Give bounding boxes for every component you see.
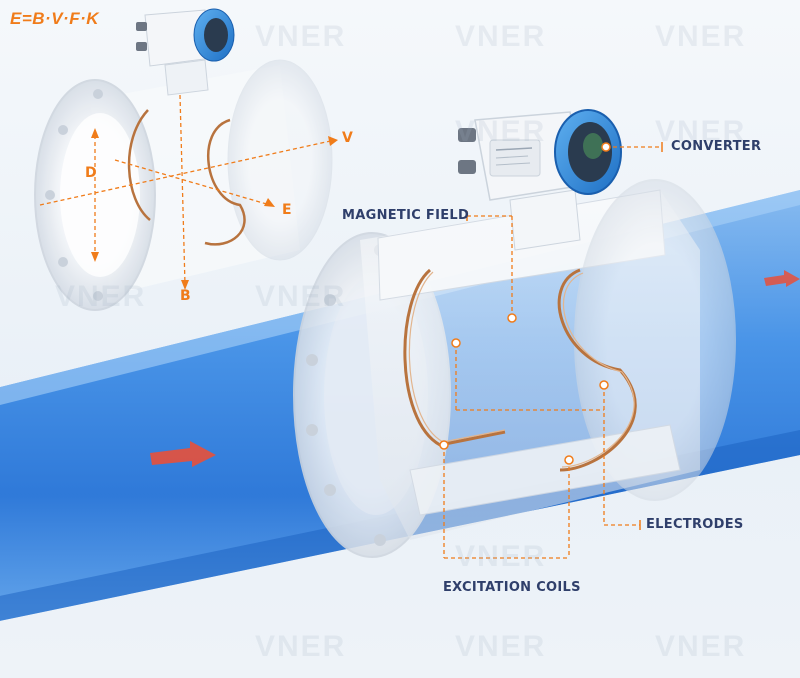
- cable-glands: [458, 128, 476, 174]
- watermark: VNER: [455, 20, 547, 53]
- callout-excitation-coils: EXCITATION COILS: [443, 580, 581, 595]
- callout-leaders: [443, 146, 662, 559]
- red-flow-arrow-right: [764, 270, 800, 287]
- watermark: VNER: [655, 630, 747, 663]
- main-flowmeter-body: [293, 179, 736, 558]
- axis-label-d: D: [85, 165, 97, 181]
- watermark: VNER: [255, 630, 347, 663]
- axis-label-e: E: [282, 202, 292, 218]
- watermark: VNER: [255, 20, 347, 53]
- formula-label: E=B·V·F·K: [10, 9, 100, 28]
- watermark: VNER: [655, 115, 747, 148]
- red-flow-arrow: [150, 441, 216, 467]
- orange-ring-markers: [439, 142, 611, 465]
- watermark: VNER: [455, 115, 547, 148]
- watermark: VNER: [55, 280, 147, 313]
- axis-label-b: B: [180, 288, 191, 304]
- watermark: VNER: [255, 280, 347, 313]
- callout-electrodes: ELECTRODES: [646, 517, 744, 532]
- watermark: VNER: [455, 630, 547, 663]
- small-flowmeter: [34, 8, 338, 311]
- main-excitation-coils: [403, 268, 637, 472]
- axis-label-v: V: [342, 130, 353, 146]
- callout-converter: CONVERTER: [671, 139, 762, 154]
- callout-magnetic-field: MAGNETIC FIELD: [342, 208, 470, 223]
- watermark: VNER: [655, 20, 747, 53]
- watermark: VNER: [455, 540, 547, 573]
- main-converter: [458, 109, 622, 201]
